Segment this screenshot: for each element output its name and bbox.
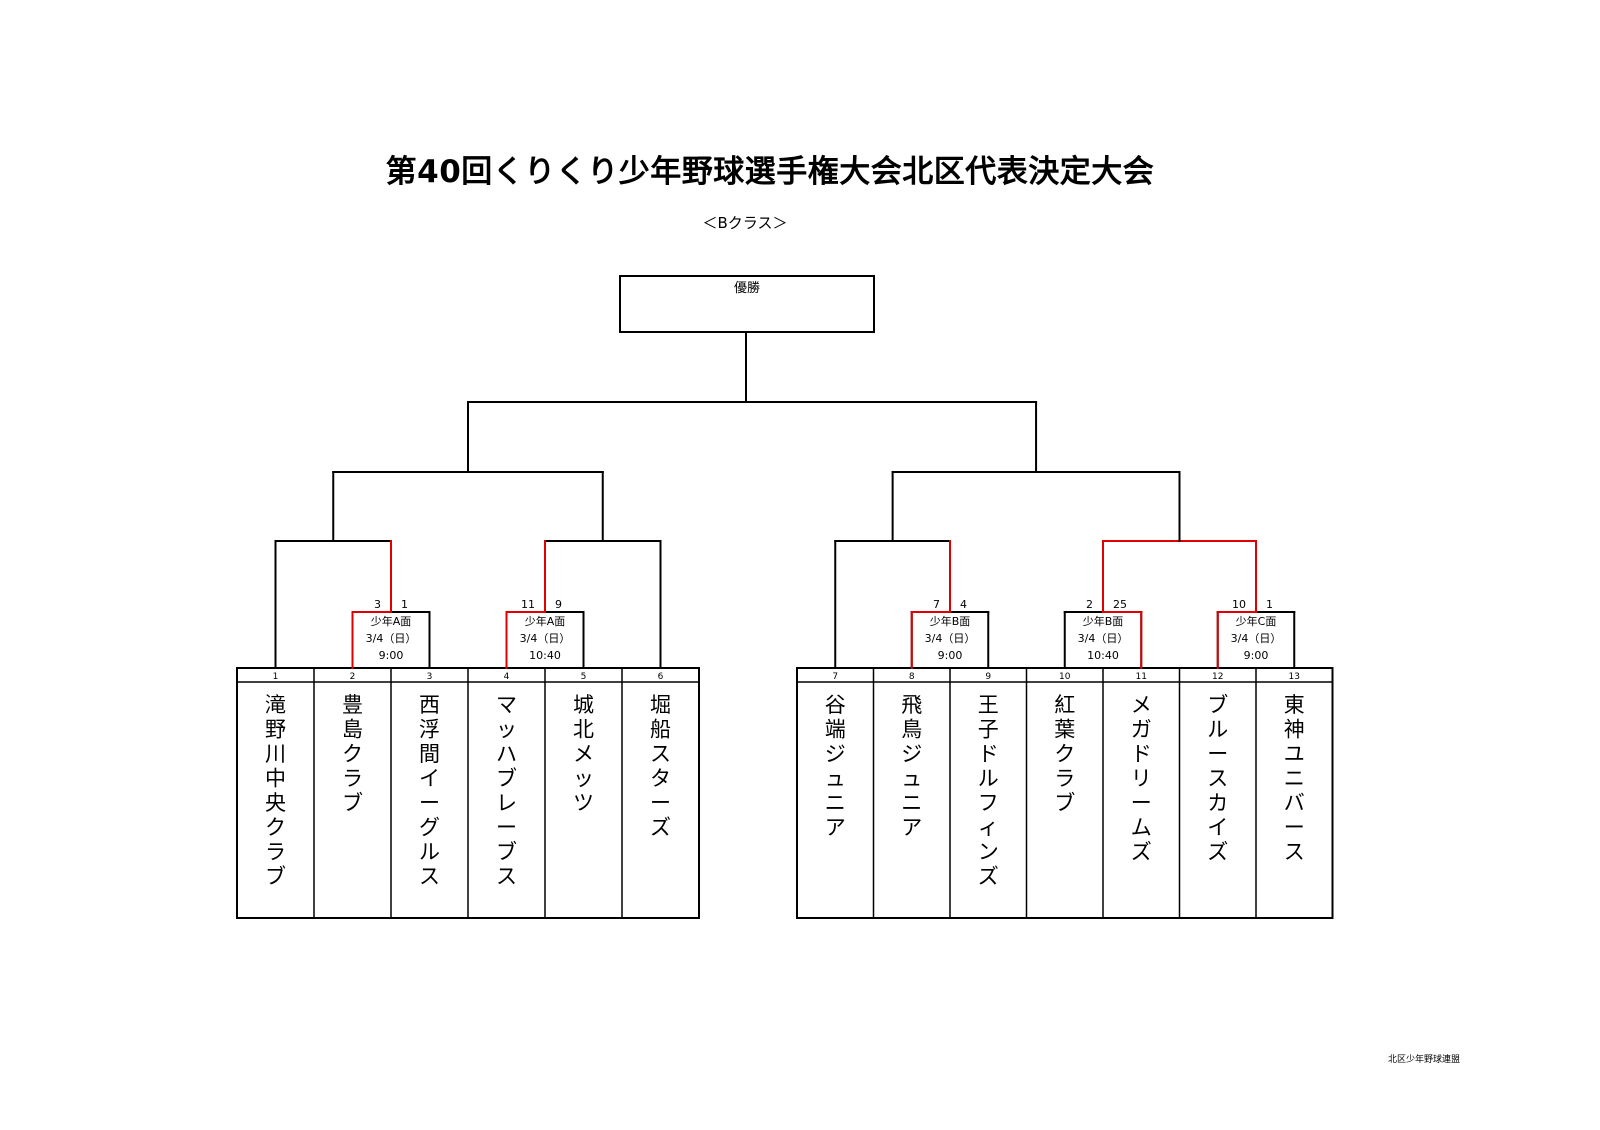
game-date: 3/4（日）	[1078, 632, 1129, 645]
team-number: 8	[909, 672, 915, 682]
team-number: 7	[832, 672, 838, 682]
game-date: 3/4（日）	[520, 632, 571, 645]
team-name: 豊島クラブ	[342, 693, 363, 815]
class-subtitle: ＜Bクラス＞	[702, 214, 788, 232]
game-time: 9:00	[1244, 649, 1269, 662]
team-number: 5	[581, 672, 587, 682]
game-time: 10:40	[529, 649, 561, 662]
team-name: メガドリームズ	[1131, 693, 1152, 864]
game-venue: 少年A面	[371, 614, 412, 628]
team-number: 13	[1289, 672, 1300, 682]
team-number: 10	[1059, 672, 1071, 682]
game-venue: 少年B面	[930, 614, 971, 628]
team-number: 2	[350, 672, 356, 682]
game-time: 9:00	[938, 649, 963, 662]
team-number: 6	[658, 672, 664, 682]
team-number: 9	[985, 672, 991, 682]
team-name: 堀船スターズ	[650, 693, 671, 840]
team-number: 3	[427, 672, 433, 682]
game-venue: 少年C面	[1236, 614, 1277, 628]
score-team-12: 10	[1232, 598, 1246, 611]
team-name: ブルースカイズ	[1207, 693, 1228, 864]
team-name: マッハブレーブス	[496, 693, 517, 889]
score-team-4: 11	[521, 598, 535, 611]
game-date: 3/4（日）	[366, 632, 417, 645]
team-name: 西浮間イーグルス	[419, 693, 440, 889]
score-team-13: 1	[1266, 598, 1273, 611]
team-name: 紅葉クラブ	[1054, 693, 1075, 815]
game-date: 3/4（日）	[925, 632, 976, 645]
team-number: 11	[1136, 672, 1147, 682]
page-title: 第40回くりくり少年野球選手権大会北区代表決定大会	[385, 154, 1155, 190]
score-team-9: 4	[960, 598, 967, 611]
champion-box	[619, 275, 875, 333]
game-time: 9:00	[379, 649, 404, 662]
team-name: 滝野川中央クラブ	[265, 693, 286, 889]
champion-label: 優勝	[734, 281, 760, 296]
score-team-5: 9	[555, 598, 562, 611]
game-date: 3/4（日）	[1231, 632, 1282, 645]
team-name: 東神ユニバース	[1284, 693, 1305, 864]
score-team-8: 7	[933, 598, 940, 611]
score-team-11: 25	[1113, 598, 1127, 611]
game-venue: 少年B面	[1083, 614, 1124, 628]
team-name: 城北メッツ	[573, 693, 594, 815]
game-time: 10:40	[1087, 649, 1119, 662]
team-number: 12	[1212, 672, 1223, 682]
team-number: 4	[504, 672, 510, 682]
team-name: 飛鳥ジュニア	[901, 693, 922, 840]
organizer-footer: 北区少年野球連盟	[1388, 1055, 1461, 1065]
score-team-2: 3	[374, 598, 381, 611]
team-number: 1	[273, 672, 279, 682]
score-team-10: 2	[1086, 598, 1093, 611]
game-venue: 少年A面	[525, 614, 566, 628]
score-team-3: 1	[401, 598, 408, 611]
team-name: 谷端ジュニア	[825, 693, 846, 840]
team-name: 王子ドルフィンズ	[978, 693, 999, 889]
